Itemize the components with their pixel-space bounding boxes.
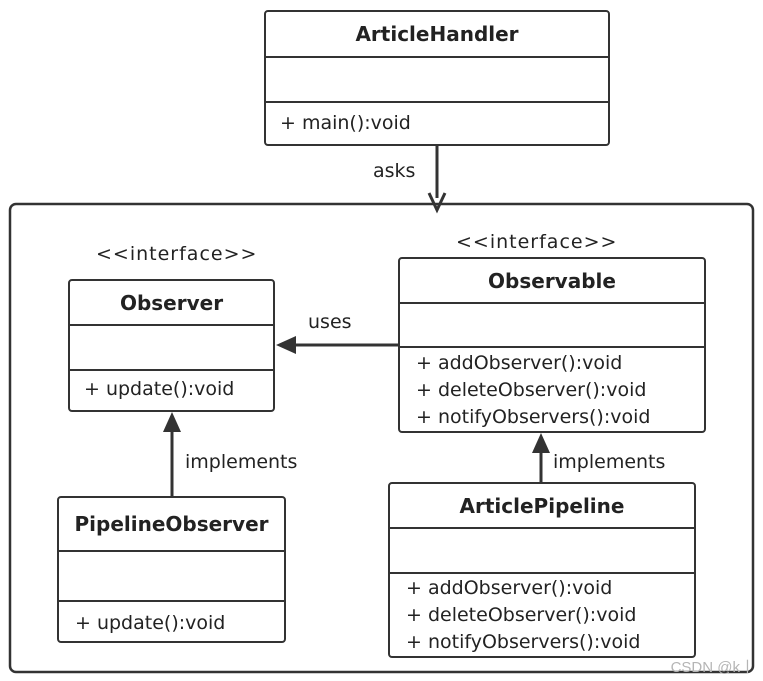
observer-implements-arrowhead: [163, 412, 181, 432]
observer-stereotype: <<interface>>: [96, 243, 258, 265]
operation: + update():void: [84, 378, 235, 400]
class-attributes: [400, 304, 704, 348]
class-operations: + update():void: [70, 371, 273, 403]
class-observable: Observable + addObserver():void + delete…: [398, 257, 706, 433]
class-article-handler: ArticleHandler + main():void: [264, 10, 610, 146]
class-name: PipelineObserver: [59, 498, 284, 552]
asks-arrowhead: [427, 192, 447, 214]
operation: + deleteObserver():void: [416, 379, 647, 401]
operation: + notifyObservers():void: [406, 631, 641, 653]
operation: + addObserver():void: [416, 352, 623, 374]
uses-label: uses: [308, 311, 352, 333]
package-frame: [8, 202, 755, 674]
class-operations: + update():void: [59, 602, 284, 637]
class-operations: + addObserver():void + deleteObserver():…: [390, 574, 694, 656]
observer-implements-label: implements: [185, 451, 298, 473]
operation: + notifyObservers():void: [416, 406, 651, 428]
asks-label: asks: [373, 160, 416, 182]
class-name: ArticleHandler: [266, 12, 608, 58]
observable-implements-arrowhead: [532, 433, 550, 453]
class-name: Observer: [70, 281, 273, 326]
class-attributes: [59, 552, 284, 602]
class-pipeline-observer: PipelineObserver + update():void: [57, 496, 286, 643]
class-name: Observable: [400, 259, 704, 304]
class-attributes: [266, 58, 608, 103]
uses-arrowhead: [276, 336, 296, 354]
watermark: CSDN @k丨: [670, 659, 755, 676]
class-observer: Observer + update():void: [68, 279, 275, 412]
operation: + deleteObserver():void: [406, 604, 637, 626]
observable-stereotype: <<interface>>: [456, 231, 618, 253]
class-attributes: [390, 529, 694, 574]
class-article-pipeline: ArticlePipeline + addObserver():void + d…: [388, 482, 696, 658]
operation: + update():void: [75, 612, 226, 634]
class-operations: + main():void: [266, 103, 608, 137]
operation: + addObserver():void: [406, 577, 613, 599]
class-operations: + addObserver():void + deleteObserver():…: [400, 348, 704, 431]
class-name: ArticlePipeline: [390, 484, 694, 529]
class-attributes: [70, 326, 273, 371]
observable-implements-label: implements: [553, 451, 666, 473]
operation: + main():void: [280, 112, 411, 134]
